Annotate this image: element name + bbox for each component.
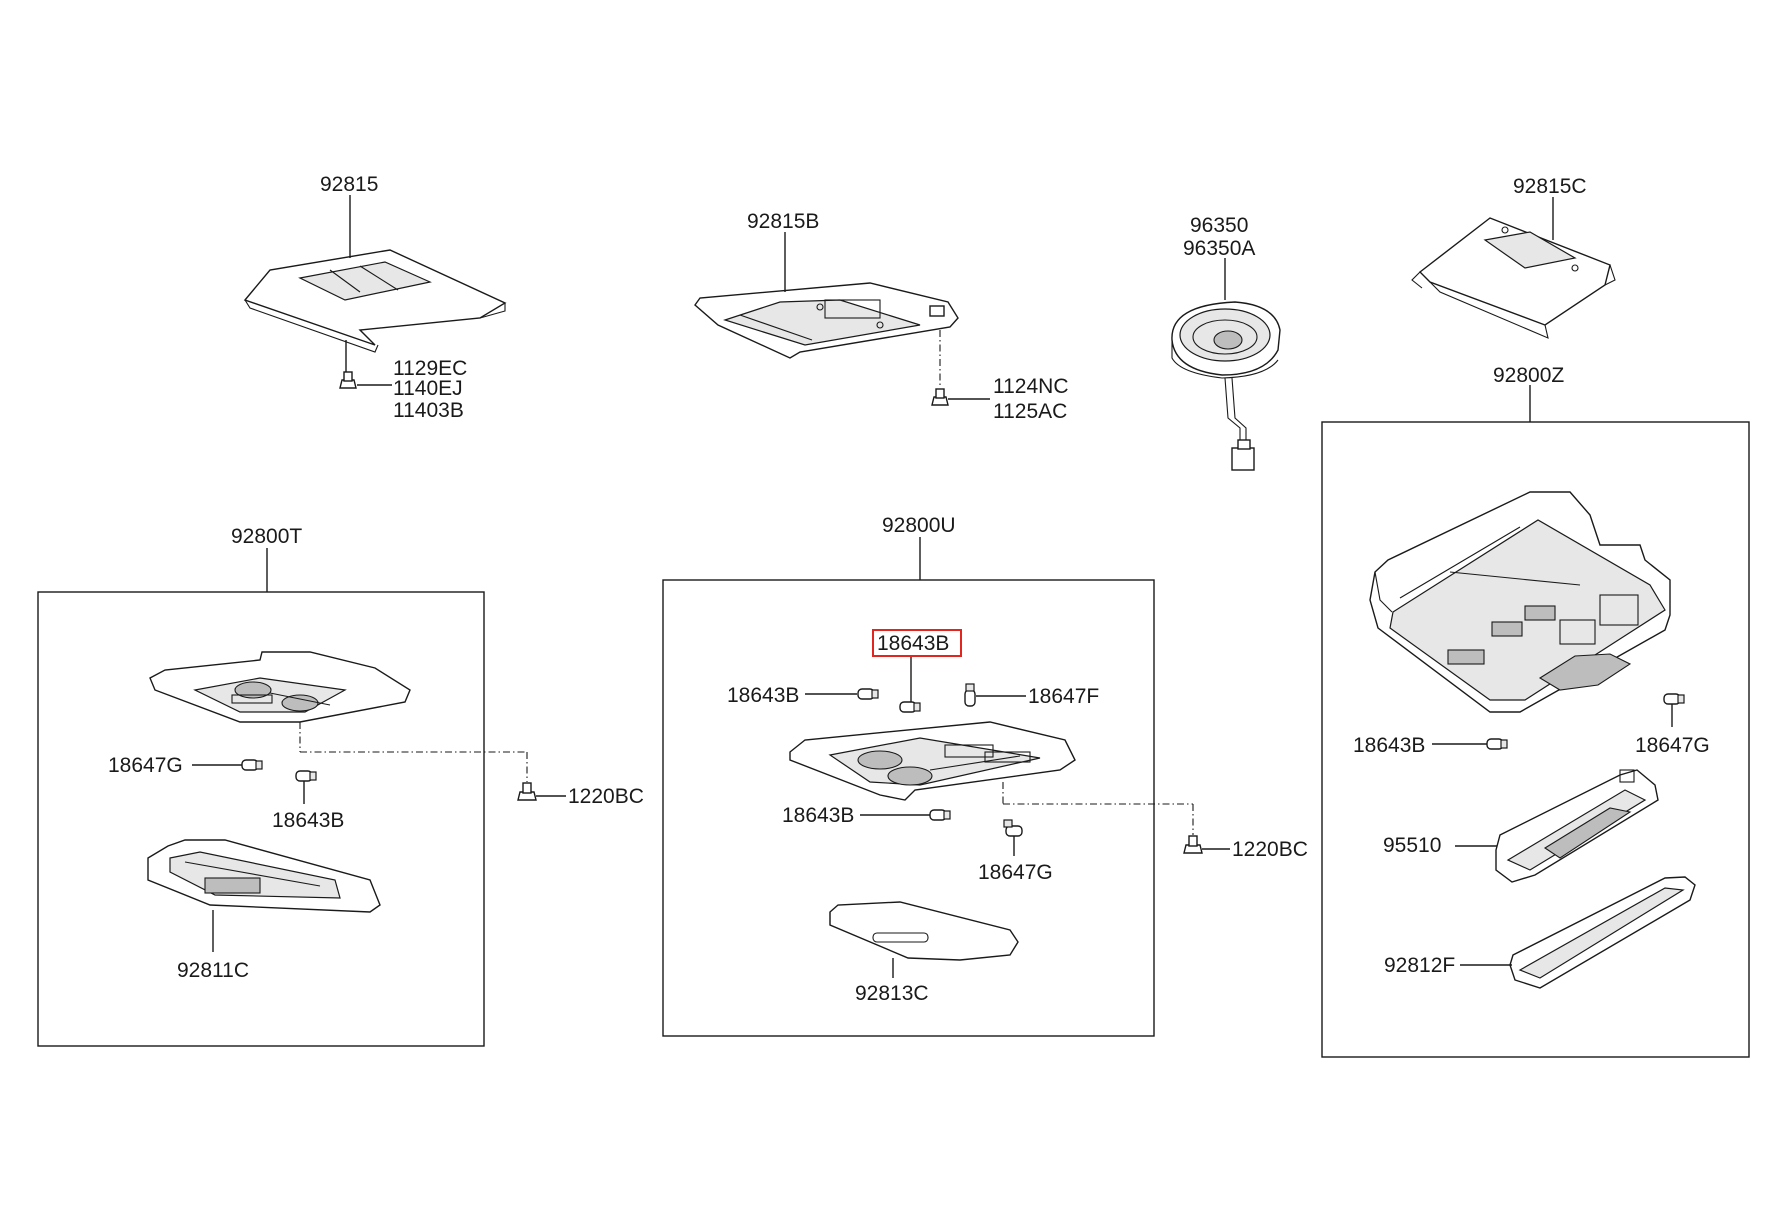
bolt-1129EC[interactable] [339, 371, 357, 389]
part-92800Z-console[interactable] [1369, 491, 1671, 713]
label-11403B[interactable]: 11403B [393, 399, 464, 422]
label-96350[interactable]: 96350 [1190, 214, 1248, 237]
bulb-18647G-right[interactable] [1663, 693, 1685, 705]
label-92811C[interactable]: 92811C [177, 959, 249, 982]
label-92812F[interactable]: 92812F [1384, 954, 1455, 977]
label-95510[interactable]: 95510 [1383, 834, 1441, 857]
part-92815-bracket[interactable] [243, 249, 507, 353]
label-18647F[interactable]: 18647F [1028, 685, 1099, 708]
screw-1220BC-mid[interactable] [1183, 835, 1203, 854]
label-18647G-mid[interactable]: 18647G [978, 861, 1053, 884]
part-92812F-lens[interactable] [1509, 876, 1696, 989]
label-92813C[interactable]: 92813C [855, 982, 929, 1005]
part-92815B-plate[interactable] [694, 282, 959, 359]
label-96350A[interactable]: 96350A [1183, 237, 1255, 260]
label-1125AC[interactable]: 1125AC [993, 400, 1067, 423]
label-1220BC-mid[interactable]: 1220BC [1232, 838, 1308, 861]
label-1124NC[interactable]: 1124NC [993, 375, 1069, 398]
bulb-18647G-mid[interactable] [1003, 819, 1023, 837]
bulb-18647G-left[interactable] [241, 759, 263, 771]
part-95510-lamp[interactable] [1495, 769, 1659, 883]
group-box-92800U [662, 579, 1155, 1037]
bulb-18643B-upper[interactable] [857, 688, 879, 700]
label-92815B[interactable]: 92815B [747, 210, 819, 233]
bolt-1124NC[interactable] [931, 388, 949, 406]
bulb-18643B-left[interactable] [295, 770, 317, 782]
label-18643B-lower[interactable]: 18643B [782, 804, 854, 827]
part-96350-speaker[interactable] [1171, 301, 1281, 471]
part-92811C-lens[interactable] [147, 839, 381, 913]
label-18643B-highlighted[interactable]: 18643B [877, 632, 949, 655]
screw-1220BC-left[interactable] [517, 782, 537, 801]
label-92815C[interactable]: 92815C [1513, 175, 1587, 198]
label-18647G-left[interactable]: 18647G [108, 754, 183, 777]
label-92815[interactable]: 92815 [320, 173, 378, 196]
label-92800U[interactable]: 92800U [882, 514, 956, 537]
part-92815C-bracket[interactable] [1411, 217, 1616, 339]
bulb-18643B-highlighted[interactable] [899, 701, 921, 713]
part-92800T-lamp-housing[interactable] [149, 651, 411, 723]
label-1129EC[interactable]: 1129EC [393, 357, 467, 380]
label-18643B-left[interactable]: 18643B [272, 809, 344, 832]
bulb-18643B-right[interactable] [1486, 738, 1508, 750]
group-box-92800T [37, 591, 485, 1047]
label-18643B-upper[interactable]: 18643B [727, 684, 799, 707]
group-box-92800Z [1321, 421, 1750, 1058]
label-1140EJ[interactable]: 1140EJ [393, 377, 463, 400]
bulb-18643B-lower[interactable] [929, 809, 951, 821]
highlight-box-18643B [872, 629, 962, 657]
part-92813C-lens[interactable] [829, 901, 1019, 961]
label-1220BC-left[interactable]: 1220BC [568, 785, 644, 808]
label-92800Z[interactable]: 92800Z [1493, 364, 1564, 387]
label-92800T[interactable]: 92800T [231, 525, 302, 548]
label-18643B-right[interactable]: 18643B [1353, 734, 1425, 757]
label-18647G-right[interactable]: 18647G [1635, 734, 1710, 757]
bulb-18647F[interactable] [964, 683, 976, 707]
part-92800U-lamp-housing[interactable] [789, 721, 1076, 801]
